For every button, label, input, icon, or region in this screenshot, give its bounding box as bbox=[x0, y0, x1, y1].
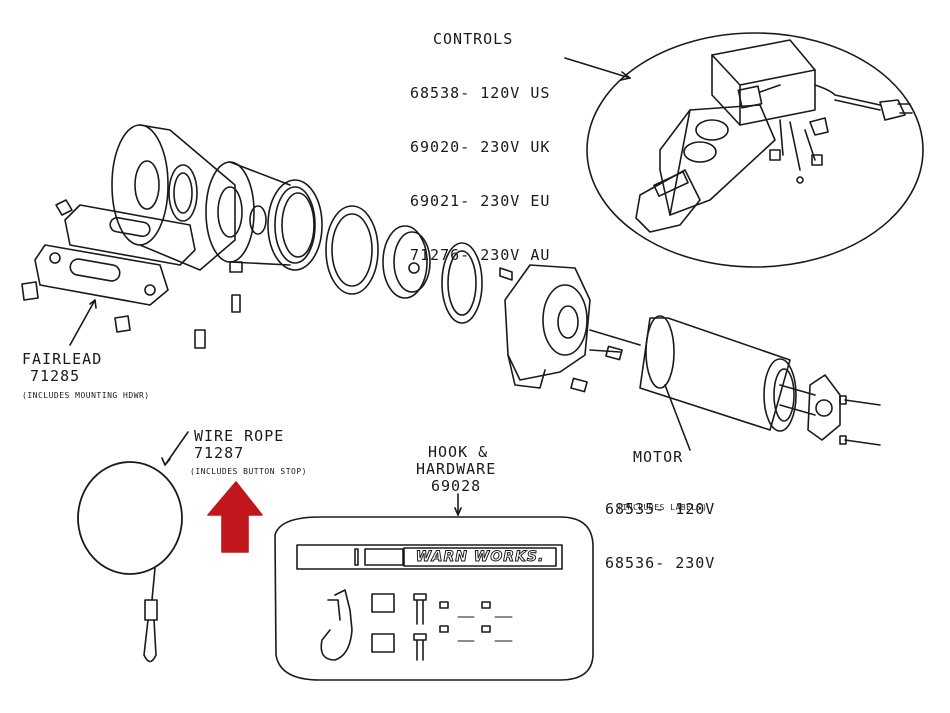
fairlead-part bbox=[21, 199, 243, 349]
pendant-control bbox=[635, 39, 913, 233]
controls-title: CONTROLS bbox=[433, 30, 514, 48]
controls-part-uk: 69020- 230V UK bbox=[410, 138, 551, 156]
fairlead-title: FAIRLEAD bbox=[22, 350, 103, 368]
wire-rope-part-number: 71287 bbox=[194, 444, 245, 462]
motor-note: (INCLUDES LABELS) bbox=[617, 503, 708, 512]
fairlead-note: (INCLUDES MOUNTING HDWR) bbox=[22, 391, 150, 400]
arrow-up-icon bbox=[207, 481, 263, 553]
fairlead-part-number: 71285 bbox=[30, 367, 81, 385]
hook-part-number: 69028 bbox=[431, 477, 482, 495]
motor-parts: 68535- 120V 68536- 230V bbox=[605, 464, 715, 590]
motor-part-120v: 68535- 120V bbox=[605, 500, 716, 518]
hook-title-line2: HARDWARE bbox=[416, 460, 497, 478]
hook-title-line1: HOOK & bbox=[428, 443, 489, 461]
controls-part-eu: 69021- 230V EU bbox=[410, 192, 551, 210]
controls-part-us: 68538- 120V US bbox=[410, 84, 551, 102]
gearbox-housing bbox=[504, 264, 641, 393]
controls-callout bbox=[564, 32, 924, 268]
wire-rope-note: (INCLUDES BUTTON STOP) bbox=[190, 467, 307, 476]
controls-part-au: 71276- 230V AU bbox=[410, 246, 551, 264]
motor-part-230v: 68536- 230V bbox=[605, 554, 716, 572]
wire-rope-part bbox=[77, 431, 189, 663]
hook-hardware-panel bbox=[274, 493, 594, 681]
motor-leader bbox=[664, 384, 691, 451]
fairlead-leader bbox=[69, 299, 96, 346]
controls-parts: 68538- 120V US 69020- 230V UK 69021- 230… bbox=[410, 48, 550, 282]
wire-rope-title: WIRE ROPE bbox=[194, 427, 285, 445]
drum-assembly bbox=[111, 124, 323, 271]
motor-assembly bbox=[639, 315, 881, 446]
gear-train bbox=[325, 205, 513, 324]
label-strip bbox=[296, 544, 563, 570]
motor-title: MOTOR bbox=[633, 448, 684, 466]
label-strip-brand: WARN WORKS. bbox=[415, 549, 545, 566]
